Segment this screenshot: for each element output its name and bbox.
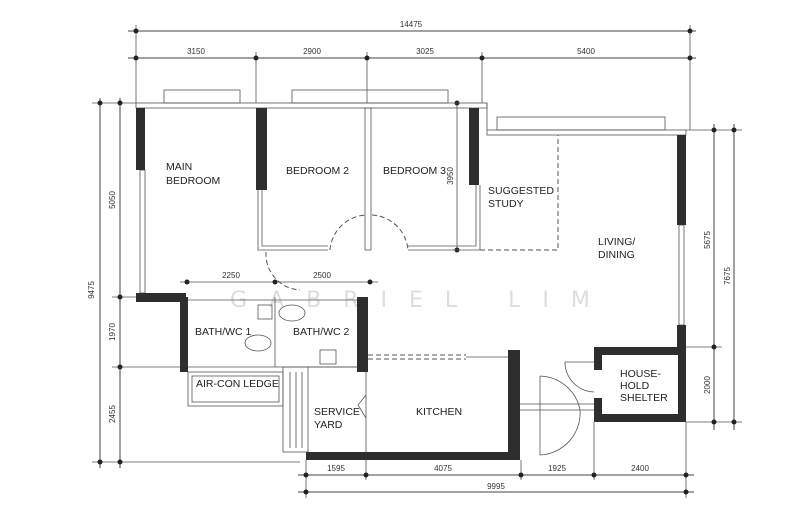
dim-bedroom3: 3950 [446, 167, 455, 185]
label-bath-1: BATH/WC 1 [195, 326, 252, 338]
label-service-yard-2: YARD [314, 419, 343, 431]
label-bedroom-2: BEDROOM 2 [286, 165, 349, 177]
label-shelter-1: HOUSE- [620, 368, 661, 380]
left-dimensions: 9475 5050 1970 2455 [87, 98, 300, 468]
label-study-2: STUDY [488, 198, 524, 210]
watermark: GABRIEL LIM [230, 288, 612, 313]
top-dimensions: 14475 3150 2900 3025 5400 [128, 20, 696, 130]
dim-right-2: 2000 [703, 376, 712, 394]
label-service-yard-1: SERVICE [314, 406, 360, 418]
label-living-2: DINING [598, 249, 635, 261]
label-living-1: LIVING/ [598, 236, 635, 248]
dim-top-4: 5400 [577, 47, 595, 56]
bottom-dimensions: 1595 4075 1925 2400 9995 [298, 422, 694, 498]
label-bedroom-3: BEDROOM 3 [383, 165, 446, 177]
label-main-bedroom-2: BEDROOM [166, 175, 220, 187]
main-door[interactable] [520, 361, 595, 456]
dim-top-total: 14475 [400, 20, 423, 29]
label-study-1: SUGGESTED [488, 185, 554, 197]
label-kitchen: KITCHEN [416, 406, 462, 418]
room-labels: MAIN BEDROOM BEDROOM 2 BEDROOM 3 SUGGEST… [166, 161, 668, 431]
dim-bottom-4: 2400 [631, 464, 649, 473]
right-dimensions: 5675 2000 7675 [686, 124, 742, 430]
label-shelter-3: SHELTER [620, 392, 668, 404]
inner-dimensions: 3950 2250 2500 [180, 100, 460, 285]
dim-left-2: 1970 [108, 323, 117, 341]
label-aircon-ledge: AIR-CON LEDGE [196, 378, 279, 390]
dim-left-3: 2455 [108, 405, 117, 423]
windows [135, 89, 687, 326]
label-bath-2: BATH/WC 2 [293, 326, 350, 338]
dim-bottom-2: 4075 [434, 464, 452, 473]
dim-top-3: 3025 [416, 47, 434, 56]
dim-bottom-total: 9995 [487, 482, 505, 491]
label-main-bedroom-1: MAIN [166, 161, 192, 173]
dim-top-2: 2900 [303, 47, 321, 56]
dim-bath-2: 2500 [313, 271, 331, 280]
dim-left-total: 9475 [87, 281, 96, 299]
partitions [187, 107, 559, 453]
label-shelter-2: HOLD [620, 380, 650, 392]
walls [136, 108, 686, 460]
dim-left-1: 5050 [108, 191, 117, 209]
dim-bottom-3: 1925 [548, 464, 566, 473]
dim-bottom-1: 1595 [327, 464, 345, 473]
dim-bath-1: 2250 [222, 271, 240, 280]
dim-right-1: 5675 [703, 231, 712, 249]
dim-right-total: 7675 [723, 267, 732, 285]
dim-top-1: 3150 [187, 47, 205, 56]
